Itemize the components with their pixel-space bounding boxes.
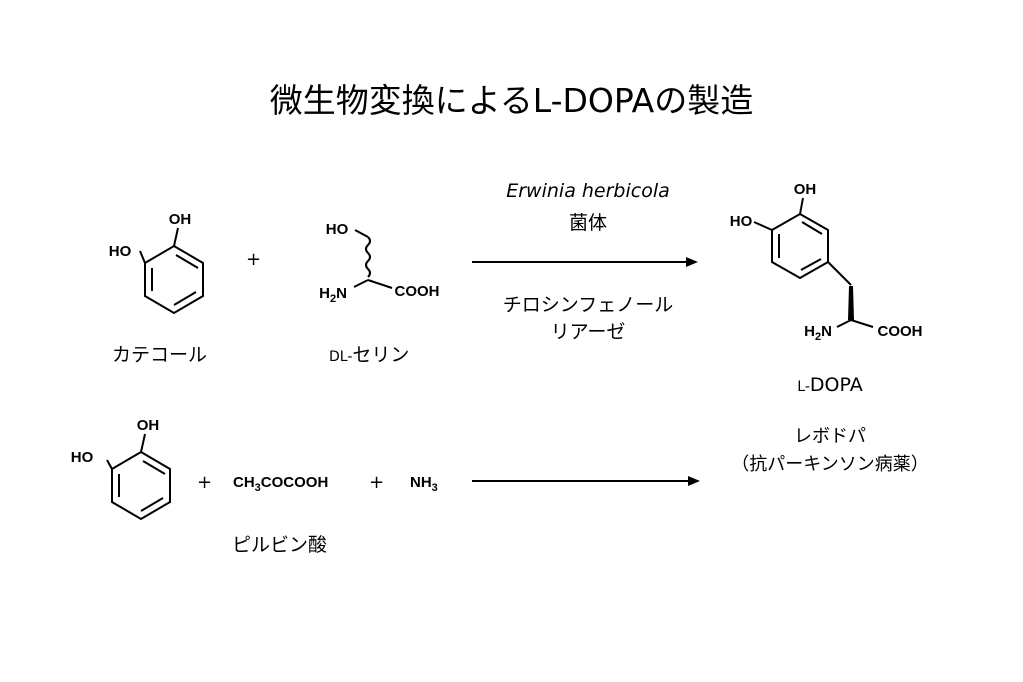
catechol-oh-label: OH — [169, 211, 192, 228]
product-prefix: L- — [797, 379, 810, 395]
serine-ho-label: HO — [326, 221, 349, 238]
catechol-name: カテコール — [112, 344, 208, 366]
catechol-ring — [144, 244, 204, 315]
page-title: 微生物変換によるL-DOPAの製造 — [269, 81, 754, 120]
catechol-ho-label: HO — [109, 243, 132, 260]
enzyme-label-line1: チロシンフェノール — [502, 294, 674, 316]
pyruvate-name: ピルビン酸 — [232, 534, 328, 556]
serine-wavy-bond — [365, 236, 371, 278]
plus-sign-1: + — [246, 249, 262, 270]
product-name: L-DOPA — [720, 374, 940, 396]
catechol2-ho-label: HO — [71, 449, 94, 466]
cells-label: 菌体 — [568, 212, 607, 234]
stereo-wedge-bond — [848, 286, 854, 320]
dopa-oh-label: OH — [794, 181, 817, 198]
pyruvate-formula: CH3COCOOH — [233, 474, 328, 494]
product-label: DOPA — [809, 374, 863, 396]
product-use: （抗パーキンソン病薬） — [731, 454, 929, 475]
catechol-ring-2 — [111, 450, 171, 521]
ammonia-formula: NH3 — [410, 474, 438, 494]
serine-cooh-label: COOH — [395, 283, 440, 300]
product-alias: レボドパ — [794, 426, 866, 447]
dopa-ho-label: HO — [730, 213, 753, 230]
serine-nh2-label: H2N — [319, 285, 347, 305]
plus-sign-3: + — [369, 472, 385, 493]
plus-sign-2: + — [197, 472, 213, 493]
enzyme-label-line2: リアーゼ — [550, 321, 626, 343]
serine-prefix: DL- — [329, 349, 353, 365]
dopa-nh2-label: H2N — [804, 323, 832, 343]
serine-name: DL-セリン — [329, 340, 409, 367]
serine-label: セリン — [352, 344, 410, 366]
dopa-cooh-label: COOH — [878, 323, 923, 340]
dopa-ring — [771, 212, 829, 280]
organism-label: Erwinia herbicola — [506, 180, 670, 202]
catechol2-oh-label: OH — [137, 417, 160, 434]
